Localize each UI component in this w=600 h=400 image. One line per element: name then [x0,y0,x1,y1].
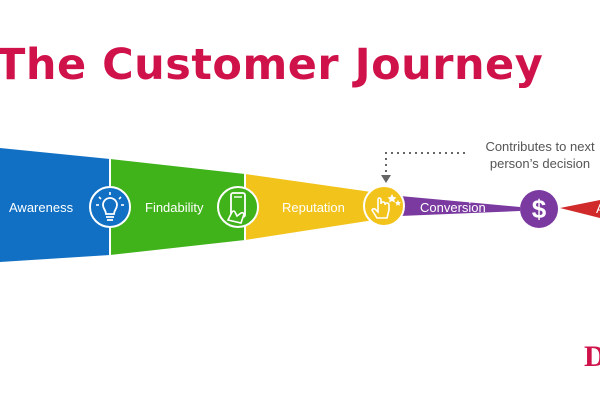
stage-label-awareness: Awareness [9,200,74,215]
stage-awareness [0,148,110,262]
stage-advocacy [560,200,600,218]
stage-findability [110,159,245,255]
stage-label-findability: Findability [145,200,204,215]
feedback-note: Contributes to next person’s decision [470,138,600,172]
click-hand-icon [363,185,405,227]
feedback-note-line-2: person’s decision [489,156,591,171]
stage-reputation [245,174,400,240]
dollar-icon: $ [520,190,558,228]
feedback-arrowhead [381,175,391,183]
stage-label-conversion: Conversion [420,200,486,215]
smartphone-touch-icon [217,186,259,228]
stage-conversion [400,196,520,216]
svg-text:$: $ [532,194,547,224]
page-title: The Customer Journey [0,40,544,90]
lightbulb-icon [89,186,131,228]
feedback-note-line-1: Contributes to next [485,139,595,154]
stage-label-reputation: Reputation [282,200,345,215]
brand-logo: D [584,340,600,373]
stage-label-advocacy: A [596,201,600,216]
feedback-dotted-arrow [385,152,465,178]
